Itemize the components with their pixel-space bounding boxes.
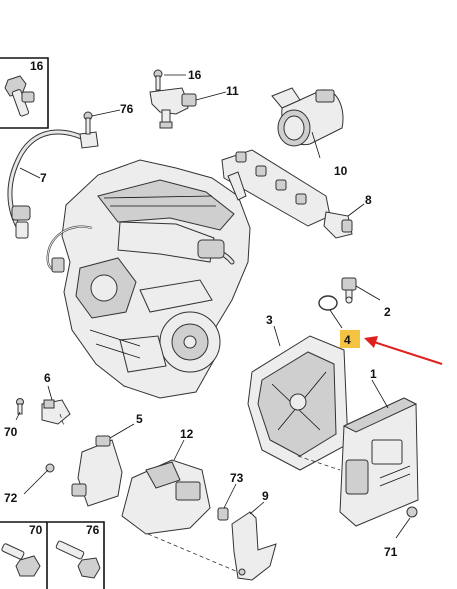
callout-8: 8 <box>365 193 372 207</box>
callout-5: 5 <box>136 412 143 426</box>
air-flow-meter-10-icon <box>271 87 344 147</box>
inset-top-left: 16 <box>0 57 49 129</box>
engine-ribs <box>89 195 216 359</box>
callout-9: 9 <box>262 489 269 503</box>
callout-16: 16 <box>188 68 202 82</box>
bolt-16-icon <box>153 69 163 91</box>
callout-numbers: 16 11 76 10 7 8 2 3 4 1 6 70 5 12 72 73 … <box>4 68 398 559</box>
engine-assembly <box>61 159 251 399</box>
callout-6: 6 <box>44 371 51 385</box>
guide-dash-6 <box>59 413 65 427</box>
sensor-6-icon <box>41 399 71 425</box>
bolt-76-icon <box>83 111 93 135</box>
callout-73: 73 <box>230 471 244 485</box>
camshaft-sensor-11-icon <box>149 87 197 129</box>
cable-plug-icon <box>51 257 65 273</box>
inset-screw-70-icon <box>1 543 41 577</box>
ecu-1-icon <box>339 397 419 527</box>
callout-1: 1 <box>370 367 377 381</box>
seal-ring-4-icon <box>318 295 338 311</box>
sensor-cable-left <box>46 225 93 273</box>
callout-71: 71 <box>384 545 398 559</box>
callout-4: 4 <box>344 333 351 347</box>
inset-bottom-left-number: 70 <box>29 523 43 537</box>
red-arrow-icon <box>364 336 443 365</box>
guide-dash-3 <box>297 455 341 471</box>
screw-71-icon <box>406 506 418 518</box>
ecu-bracket-3-icon <box>247 335 349 471</box>
inset-bottom: 70 76 <box>0 521 105 589</box>
bracket-12-icon <box>121 459 211 535</box>
callout-12: 12 <box>180 427 194 441</box>
callout-11: 11 <box>226 84 239 98</box>
leader-lines <box>15 74 411 539</box>
module-5-icon <box>71 435 123 507</box>
rail-pressure-sensor-8-icon <box>323 211 353 239</box>
callout-7: 7 <box>40 171 47 185</box>
sensor-harness-7 <box>7 129 99 239</box>
callout-76: 76 <box>120 102 134 116</box>
bracket-9-icon <box>231 511 277 581</box>
callout-72: 72 <box>4 491 18 505</box>
harness-connector-icon <box>11 205 31 221</box>
callout-3: 3 <box>266 313 273 327</box>
inset-bottom-right-number: 76 <box>86 523 100 537</box>
inset-top-left-number: 16 <box>30 59 44 73</box>
guide-dash-12 <box>147 533 239 573</box>
callout-2: 2 <box>384 305 391 319</box>
inset-bolt-16-icon <box>4 75 35 117</box>
pulley-icon <box>159 311 221 373</box>
callout-10: 10 <box>334 164 348 178</box>
callout-70: 70 <box>4 425 18 439</box>
inset-screw-76-icon <box>55 540 101 579</box>
sensor-2-icon <box>341 277 357 304</box>
callout-4-highlight <box>340 330 360 348</box>
clip-73-icon <box>217 507 229 521</box>
screw-70-icon <box>16 398 24 415</box>
